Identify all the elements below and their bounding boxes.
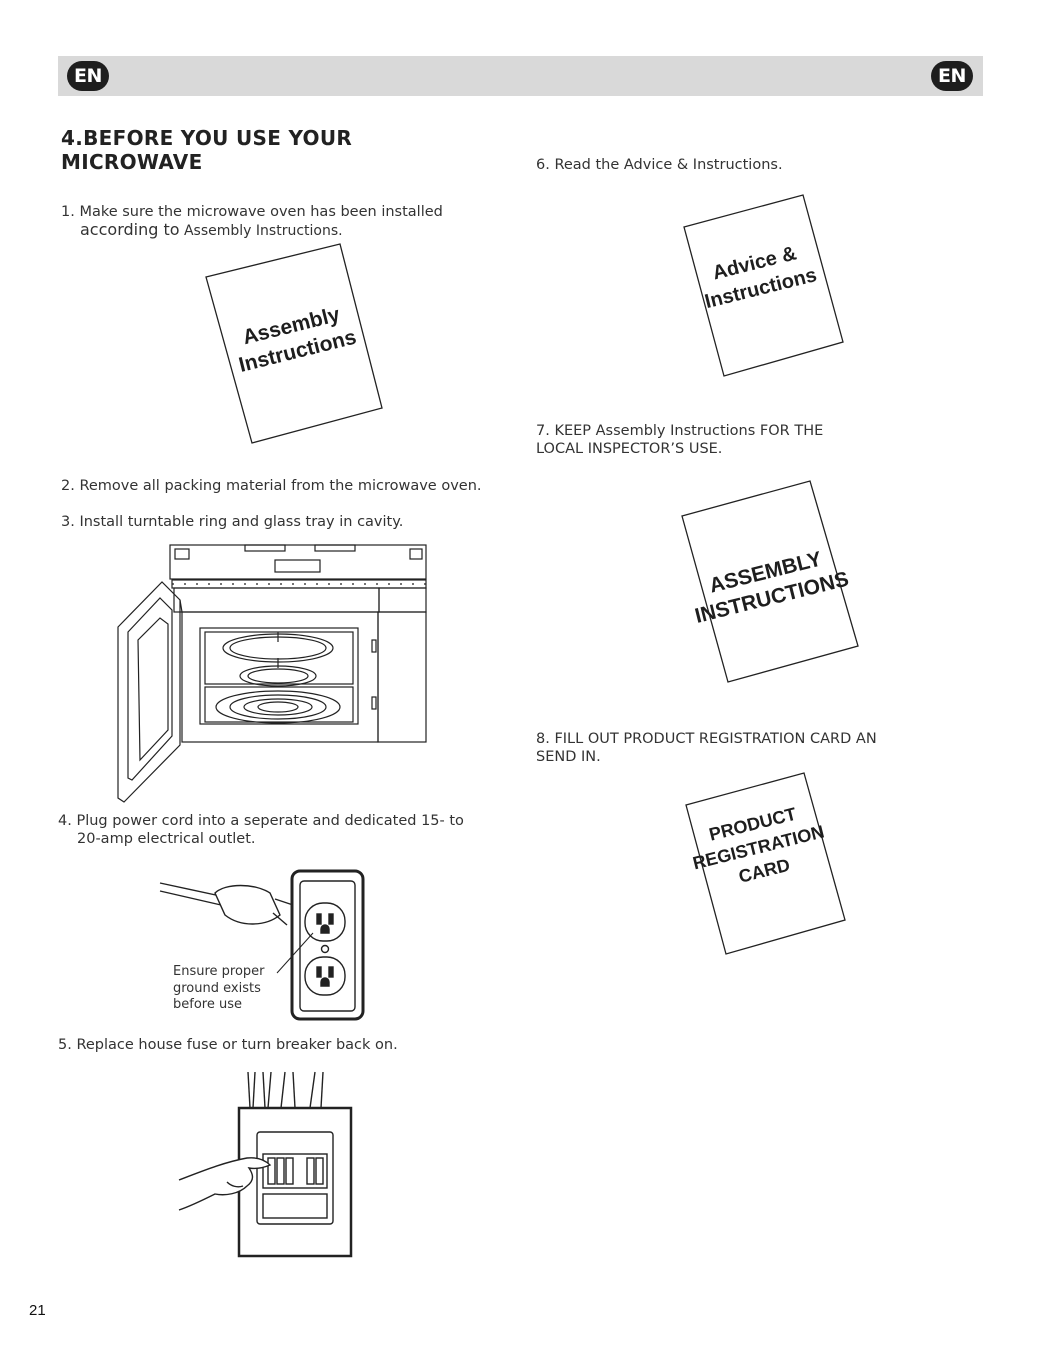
step-4: 4. Plug power cord into a seperate and d…	[58, 812, 528, 848]
step-1: 1. Make sure the microwave oven has been…	[61, 203, 521, 240]
language-badge-right: EN	[931, 61, 973, 91]
plug-and-outlet-illustration	[159, 869, 365, 1021]
step-7-line-1: 7. KEEP Assembly Instructions FOR THE	[536, 423, 824, 439]
microwave-turntable-illustration	[117, 544, 427, 803]
step-8-line-2: SEND IN.	[536, 749, 601, 765]
assembly-instructions-book-illustration: Assembly Instructions	[205, 243, 383, 444]
outlet-note-line-3: before use	[173, 997, 242, 1012]
step-5: 5. Replace house fuse or turn breaker ba…	[58, 1037, 398, 1053]
step-1-line-2: according to Assembly Instructions.	[61, 221, 521, 240]
header-bar	[58, 56, 983, 96]
step-1-line-2-b: Assembly Instructions.	[179, 223, 343, 239]
step-1-line-1: 1. Make sure the microwave oven has been…	[61, 204, 443, 220]
step-2: 2. Remove all packing material from the …	[61, 478, 482, 494]
step-8-line-1: 8. FILL OUT PRODUCT REGISTRATION CARD AN	[536, 731, 877, 747]
outlet-note-line-1: Ensure proper	[173, 964, 265, 979]
outlet-note: Ensure proper ground exists before use	[173, 964, 293, 1014]
step-6: 6. Read the Advice & Instructions.	[536, 157, 783, 173]
step-3: 3. Install turntable ring and glass tray…	[61, 514, 404, 530]
assembly-instructions-caps-book-illustration: ASSEMBLY INSTRUCTIONS	[681, 480, 859, 683]
step-8: 8. FILL OUT PRODUCT REGISTRATION CARD AN…	[536, 730, 1006, 766]
outlet-note-line-2: ground exists	[173, 980, 261, 996]
step-7: 7. KEEP Assembly Instructions FOR THE LO…	[536, 422, 996, 458]
step-1-line-2-a: according to	[80, 220, 180, 239]
section-title: 4.BEFORE YOU USE YOUR MICROWAVE	[61, 126, 353, 174]
language-badge-left: EN	[67, 61, 109, 91]
step-7-line-2: LOCAL INSPECTOR’S USE.	[536, 441, 723, 457]
step-4-line-1: 4. Plug power cord into a seperate and d…	[58, 813, 464, 829]
advice-instructions-book-illustration: Advice & Instructions	[683, 194, 844, 377]
breaker-panel-illustration	[178, 1071, 353, 1258]
page-number: 21	[29, 1302, 46, 1319]
step-4-line-2: 20-amp electrical outlet.	[77, 831, 256, 847]
product-registration-card-illustration: PRODUCT REGISTRATION CARD	[685, 772, 846, 955]
